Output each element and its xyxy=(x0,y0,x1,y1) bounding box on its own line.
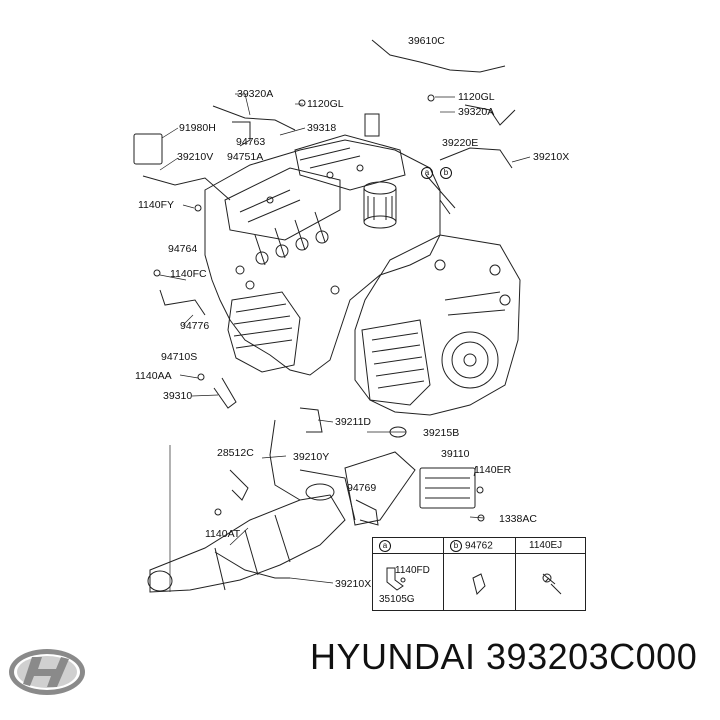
callout-39211D: 39211D xyxy=(335,416,372,428)
callout-39210X-top: 39210X xyxy=(533,151,570,163)
callout-1140ER: 1140ER xyxy=(474,464,512,476)
callout-39318: 39318 xyxy=(307,122,337,134)
callout-28512C: 28512C xyxy=(217,447,254,459)
callout-39320A-top: 39320A xyxy=(237,88,274,100)
callout-39320A-right: 39320A xyxy=(458,106,495,118)
legend-drawings xyxy=(386,567,562,595)
callout-1140AA: 1140AA xyxy=(135,370,172,382)
sensor-wire-39210X-top xyxy=(439,147,513,169)
sensor-wire-94710S xyxy=(159,289,206,316)
callout-94751A: 94751A xyxy=(227,151,264,163)
legend-a-header: a xyxy=(379,540,394,553)
reference-circle-a: a xyxy=(421,167,436,180)
catalytic-converter xyxy=(227,291,301,373)
legend-header-row xyxy=(373,538,585,554)
callout-39210X-bottom: 39210X xyxy=(335,578,372,590)
callout-39110: 39110 xyxy=(441,448,470,460)
sensor-wire-39610C xyxy=(371,39,506,73)
callout-39210V: 39210V xyxy=(177,151,214,163)
cylinder-head-right xyxy=(294,134,406,191)
callout-39210Y: 39210Y xyxy=(293,451,330,463)
engine-block xyxy=(204,139,441,376)
callout-94776: 94776 xyxy=(180,320,210,332)
sensor-wire-39320A xyxy=(212,105,296,131)
hyundai-logo xyxy=(9,649,85,695)
part-caption: HYUNDAI 393203C000 xyxy=(310,636,698,677)
callout-94764: 94764 xyxy=(168,243,198,255)
callout-39610C: 39610C xyxy=(408,35,445,47)
legend-a-sub1: 1140FD xyxy=(395,565,430,576)
sensor-wire-39210V xyxy=(142,175,231,201)
callout-91980H: 91980H xyxy=(179,122,216,134)
cylinder-head-left xyxy=(224,167,341,241)
callout-39310: 39310 xyxy=(163,390,193,402)
callout-1140FC: 1140FC xyxy=(170,268,207,280)
reference-circle-b: b xyxy=(440,167,455,180)
callout-1140FY: 1140FY xyxy=(138,199,174,211)
callout-1338AC: 1338AC xyxy=(499,513,537,525)
exhaust-pipe xyxy=(149,494,346,593)
sensor-wire-39210Y xyxy=(269,419,301,501)
sensor-wire-39210X-bottom xyxy=(214,551,290,579)
transmission xyxy=(354,234,521,416)
callout-94710S: 94710S xyxy=(161,351,198,363)
legend-column-b xyxy=(444,538,516,610)
callout-94763: 94763 xyxy=(236,136,266,148)
legend-a-sub2: 35105G xyxy=(379,594,415,605)
callout-39220E: 39220E xyxy=(442,137,479,149)
legend-c-header: 1140EJ xyxy=(529,540,563,551)
callout-1120GL-right: 1120GL xyxy=(458,91,495,103)
callout-1120GL-left: 1120GL xyxy=(307,98,344,110)
ecu-module xyxy=(419,467,476,509)
callout-1140AT: 1140AT xyxy=(205,528,241,540)
callout-94769: 94769 xyxy=(347,482,377,494)
callout-39215B: 39215B xyxy=(423,427,460,439)
legend-column-a xyxy=(373,538,444,610)
